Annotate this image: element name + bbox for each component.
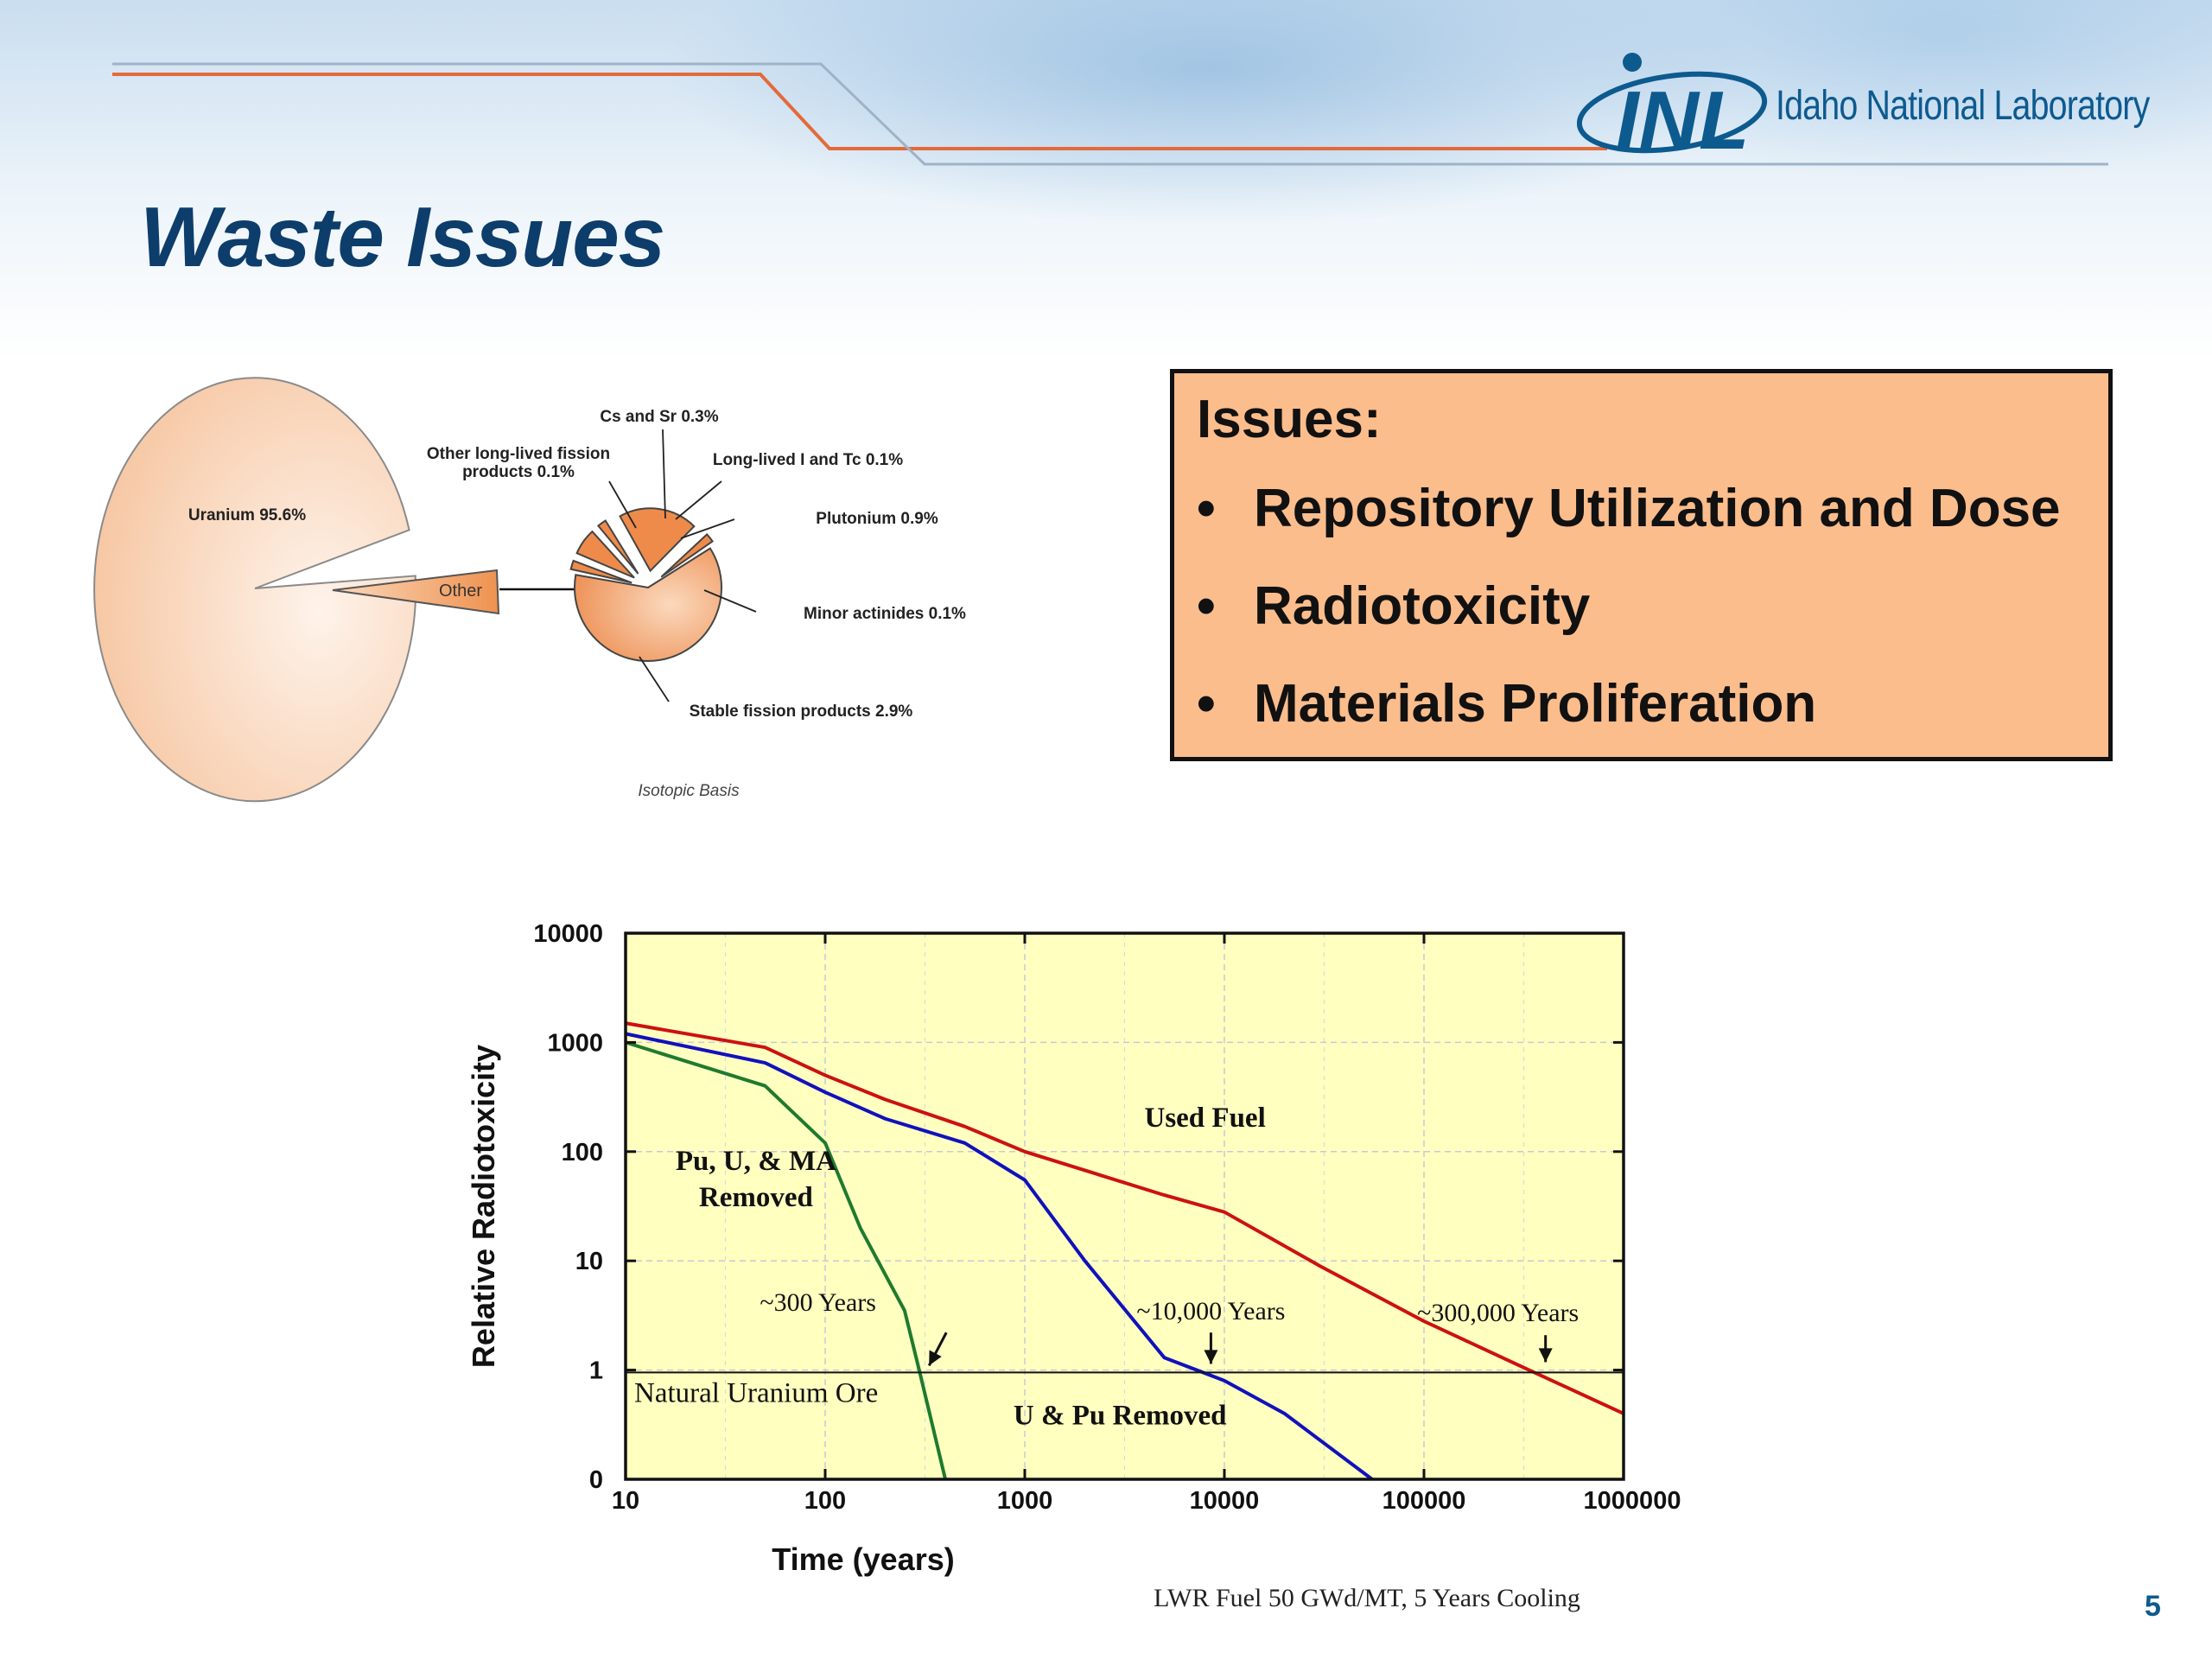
pie-leader-line: [608, 480, 637, 529]
series-line-pu-u-ma-removed: [625, 1040, 948, 1480]
pie-label-long-lived-i-and-tc-0-1: Long-lived I and Tc 0.1%: [713, 451, 903, 469]
bullet-glyph: •: [1197, 479, 1216, 538]
annotation-label: ~300,000 Years: [1417, 1299, 1579, 1327]
pie-label-plutonium-0-9: Plutonium 0.9%: [816, 510, 938, 528]
x-tick-label: 100: [804, 1487, 846, 1515]
series: [625, 1021, 1624, 1481]
header-decorative-lines: [112, 62, 2108, 166]
x-axis-label: Time (years): [772, 1541, 954, 1577]
series-label-u-pu-removed: U & Pu Removed: [1014, 1400, 1227, 1431]
series-line-used-fuel: [625, 1021, 1624, 1415]
bullet-glyph: •: [1197, 576, 1216, 636]
pie-label-cs-and-sr-0-3: Cs and Sr 0.3%: [600, 408, 718, 426]
x-tick-label: 1000000: [1584, 1487, 1681, 1515]
pie-chart-composition: Uranium 95.6% Other Stable fission produ…: [93, 377, 966, 803]
pie-leader-line: [675, 480, 722, 520]
logo-text: Idaho National Laboratory: [1776, 83, 2150, 129]
series-label-natural-uranium-ore: Natural Uranium Ore: [634, 1377, 878, 1408]
y-tick-label: 0: [589, 1466, 603, 1494]
issue-item: • Materials Proliferation: [1197, 675, 2108, 734]
pie-caption: Isotopic Basis: [638, 782, 740, 800]
pie-label-other: Other: [439, 582, 482, 601]
issue-item: • Repository Utilization and Dose: [1197, 480, 2108, 538]
pie-slice-uranium: [93, 377, 417, 803]
y-tick-label: 10000: [533, 920, 603, 948]
header-background: [0, 0, 2212, 363]
pie-chart-other-breakdown: Stable fission products 2.9% Plutonium 0.…: [427, 408, 966, 721]
pie-label-uranium: Uranium 95.6%: [188, 506, 306, 524]
pie-label-minor-actinides-0-1: Minor actinides 0.1%: [804, 605, 966, 623]
pie-slice-minor-actinides-0-1: [660, 533, 715, 578]
pie-label-other-long-lived-fission-products-0-1: products 0.1%: [462, 463, 575, 481]
pie-slice-plutonium-0-9: [619, 507, 696, 573]
issues-box: Issues: • Repository Utilization and Dose…: [1170, 369, 2113, 761]
pie-leader-line: [662, 429, 666, 519]
series-label-used-fuel: Used Fuel: [1144, 1103, 1265, 1134]
pie-leader-line: [639, 656, 670, 702]
x-tick-label: 100000: [1382, 1487, 1466, 1515]
issues-list: • Repository Utilization and Dose • Radiot…: [1197, 480, 2108, 734]
inl-logo-mark: INL: [1577, 53, 1768, 167]
issue-text: Materials Proliferation: [1254, 674, 1817, 734]
issue-text: Repository Utilization and Dose: [1254, 479, 2061, 538]
pie-leader-line: [680, 518, 735, 539]
ticks: 10 100 1000 10000 100000 1000000 0 1 10 100 1000 10…: [533, 920, 1681, 1515]
logo-mark-text: INL: [1616, 74, 1750, 167]
annotation-arrowhead: [929, 1350, 942, 1366]
y-tick-label: 1000: [547, 1029, 603, 1057]
y-axis-label: Relative Radiotoxicity: [466, 1045, 501, 1368]
y-tick-label: 100: [562, 1139, 603, 1166]
bullet-glyph: •: [1197, 674, 1216, 734]
plot-border: [624, 931, 1625, 1481]
annotation-arrowhead: [1538, 1348, 1553, 1363]
issue-text: Radiotoxicity: [1254, 576, 1591, 636]
y-tick-label: 10: [575, 1248, 603, 1275]
grid: [626, 933, 1624, 1479]
y-tick-label: 1: [589, 1357, 603, 1385]
chart-footnote: LWR Fuel 50 GWd/MT, 5 Years Cooling: [1154, 1584, 1580, 1612]
page-number: 5: [2145, 1590, 2161, 1623]
series-label-pu-u-ma-removed: Pu, U, & MA: [676, 1146, 836, 1177]
pie-slice-long-lived-i-and-tc-0-1: [596, 519, 639, 575]
pie-label-other-long-lived-fission-products-0-1: Other long-lived fission: [427, 445, 610, 463]
plot-area: [626, 933, 1624, 1479]
x-tick-label: 1000: [997, 1487, 1053, 1515]
annotation-label: ~10,000 Years: [1136, 1297, 1285, 1325]
pie-slice-other: [332, 569, 500, 615]
x-tick-label: 10000: [1190, 1487, 1260, 1515]
series-label-pu-u-ma-removed: Removed: [699, 1182, 813, 1213]
issues-heading: Issues:: [1197, 390, 1382, 449]
series-line-u-pu-removed: [625, 1032, 1374, 1481]
issue-item: • Radiotoxicity: [1197, 577, 2108, 636]
radiotoxicity-line-chart: 10 100 1000 10000 100000 1000000 0 1 10 100 1000 10…: [466, 920, 1681, 1612]
x-tick-label: 10: [612, 1487, 639, 1515]
pie-slice-other-long-lived-fission-products-0-1: [569, 559, 632, 584]
annotation-arrowhead: [1204, 1350, 1218, 1364]
pie-label-stable-fission-products-2-9: Stable fission products 2.9%: [690, 702, 913, 721]
labels: Used Fuel U & Pu Removed Pu, U, & MA Remove…: [634, 1103, 1579, 1432]
page-title: Waste Issues: [140, 189, 665, 284]
annotation-label: ~300 Years: [760, 1288, 876, 1317]
inl-logo: INL Idaho National Laboratory: [1577, 48, 2150, 168]
pie-slice-cs-and-sr-0-3: [575, 530, 635, 579]
pie-leader-line: [703, 589, 757, 613]
pie-slice-stable-fission-products-2-9: [574, 547, 722, 662]
